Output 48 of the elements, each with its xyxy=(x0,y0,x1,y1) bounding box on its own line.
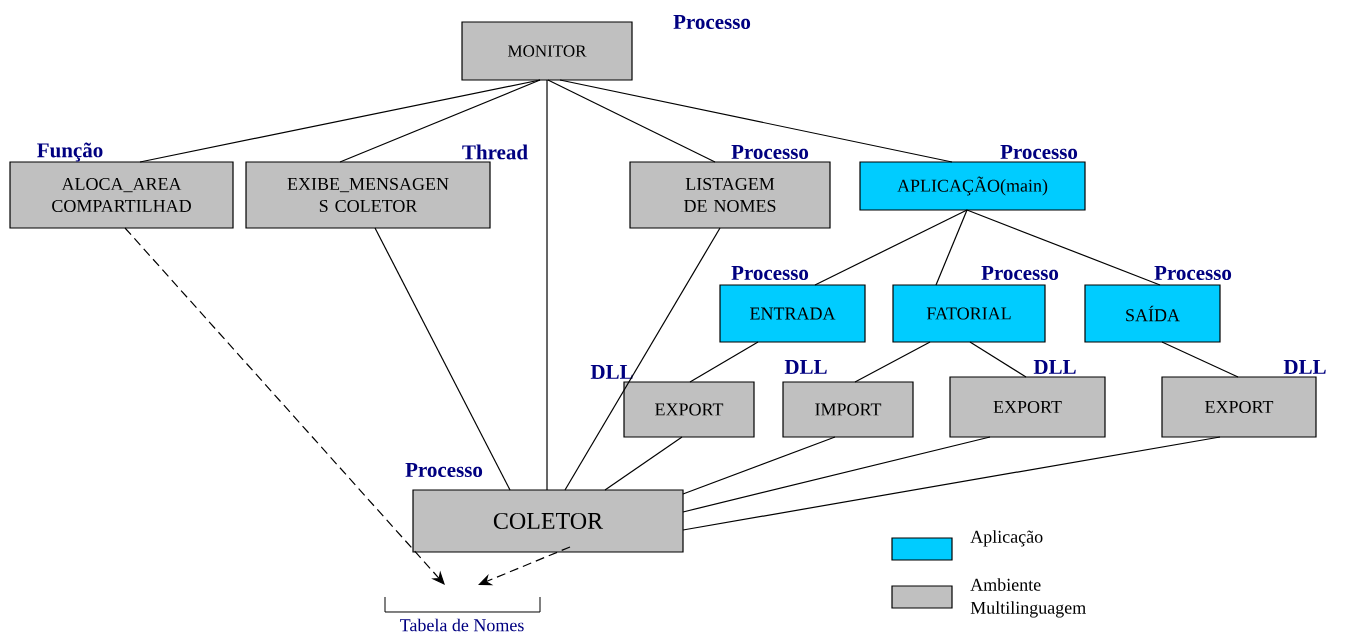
process-box: EXPORT xyxy=(1161,376,1317,438)
connector xyxy=(682,436,991,513)
type-label: DLL xyxy=(1033,360,1076,374)
connector xyxy=(935,209,968,286)
process-box: LISTAGEM DE NOMES xyxy=(629,161,831,229)
connector xyxy=(854,341,931,383)
connector xyxy=(559,79,953,163)
connector xyxy=(604,436,683,491)
legend-text: Ambiente Multilinguagem xyxy=(970,578,1086,618)
process-box: EXPORT xyxy=(949,376,1106,438)
type-label: DLL xyxy=(1283,360,1326,374)
type-label: Processo xyxy=(731,266,809,280)
process-box: APLICAÇÃO(main) xyxy=(859,161,1086,211)
process-box: COLETOR xyxy=(412,489,684,553)
process-box: IMPORT xyxy=(782,381,914,438)
connector xyxy=(339,79,541,163)
process-box: SAÍDA xyxy=(1084,284,1221,343)
type-label: DLL xyxy=(590,365,633,379)
type-label: Função xyxy=(37,142,103,162)
process-box: ALOCA_AREA COMPARTILHAD xyxy=(9,161,234,229)
type-label: DLL xyxy=(784,360,827,374)
connector xyxy=(969,341,1027,378)
process-box: MONITOR xyxy=(461,21,633,81)
type-label: Processo xyxy=(405,463,483,477)
connector xyxy=(478,546,571,586)
table-label: Tabela de Nomes xyxy=(400,618,524,632)
connector xyxy=(124,227,445,585)
connector xyxy=(374,227,511,491)
process-box: EXPORT xyxy=(623,381,755,438)
connector xyxy=(682,436,836,495)
type-label: Thread xyxy=(462,144,528,160)
type-label: Processo xyxy=(673,15,751,29)
type-label: Processo xyxy=(1154,266,1232,280)
connector xyxy=(682,436,1221,531)
connector xyxy=(814,209,968,286)
connector xyxy=(547,79,716,163)
connector xyxy=(564,227,721,491)
process-box: FATORIAL xyxy=(892,284,1046,343)
type-label: Processo xyxy=(1000,145,1078,159)
type-label: Processo xyxy=(981,266,1059,280)
process-box: ENTRADA xyxy=(719,284,866,343)
connector xyxy=(966,209,1161,286)
process-box: EXIBE_MENSAGEN S COLETOR xyxy=(245,161,491,229)
connector xyxy=(1161,341,1239,378)
connector xyxy=(689,341,759,383)
type-label: Processo xyxy=(731,145,809,159)
connector xyxy=(546,79,548,491)
legend-text: Aplicação xyxy=(970,530,1043,547)
